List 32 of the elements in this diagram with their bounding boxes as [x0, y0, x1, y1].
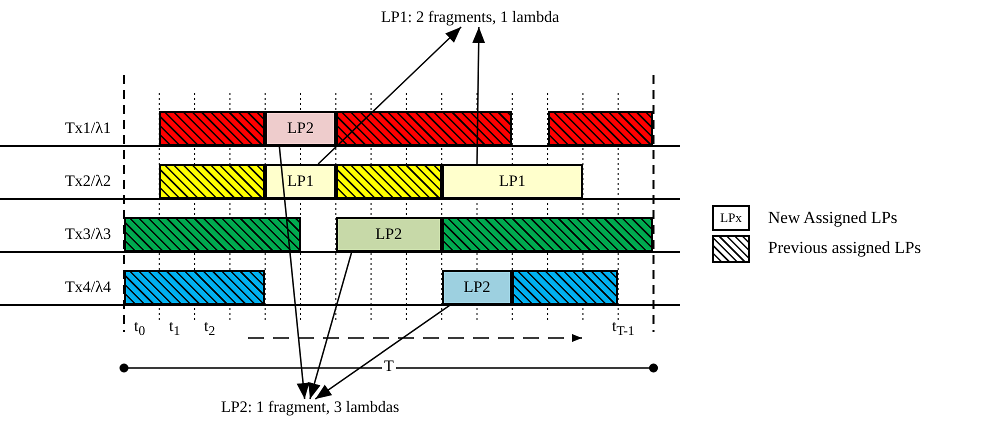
leader-arrow	[472, 26, 486, 164]
legend-text: New Assigned LPs	[768, 208, 898, 228]
hatched-bar	[124, 270, 266, 305]
annotation-text: LP2: 1 fragment, 3 lambdas	[221, 399, 400, 417]
hatched-bar	[159, 164, 266, 199]
leader-arrow	[308, 252, 352, 400]
new-lp-block: LP1	[442, 164, 583, 199]
leader-arrow	[318, 26, 462, 165]
legend-swatch: LPx	[712, 205, 750, 231]
time-label: t$_{1}$	[169, 318, 180, 340]
time-label: t$_{0}$	[134, 318, 146, 340]
leader-arrow	[314, 304, 451, 400]
row-label: Tx4/λ4	[65, 279, 111, 297]
hatched-bar	[336, 111, 512, 146]
hatched-bar	[159, 111, 266, 146]
row-label: Tx2/λ2	[65, 173, 111, 191]
new-lp-block: LP1	[265, 164, 336, 199]
legend-text: Previous assigned LPs	[768, 238, 921, 258]
leader-arrow	[278, 146, 310, 400]
hatched-bar	[442, 217, 654, 252]
time-label: t$_{2}$	[204, 318, 216, 340]
row-label: Tx1/λ1	[65, 120, 111, 138]
hatched-bar	[512, 270, 618, 305]
hatched-bar	[124, 217, 300, 252]
new-lp-block: LP2	[265, 111, 336, 146]
time-label: t$_{T-1}$	[612, 318, 634, 340]
new-lp-block: LP2	[442, 270, 512, 305]
hatched-bar	[548, 111, 654, 146]
hatched-bar	[336, 164, 442, 199]
annotation-text: LP1: 2 fragments, 1 lambda	[381, 9, 560, 27]
row-label: Tx3/λ3	[65, 226, 111, 244]
new-lp-block: LP2	[336, 217, 442, 252]
